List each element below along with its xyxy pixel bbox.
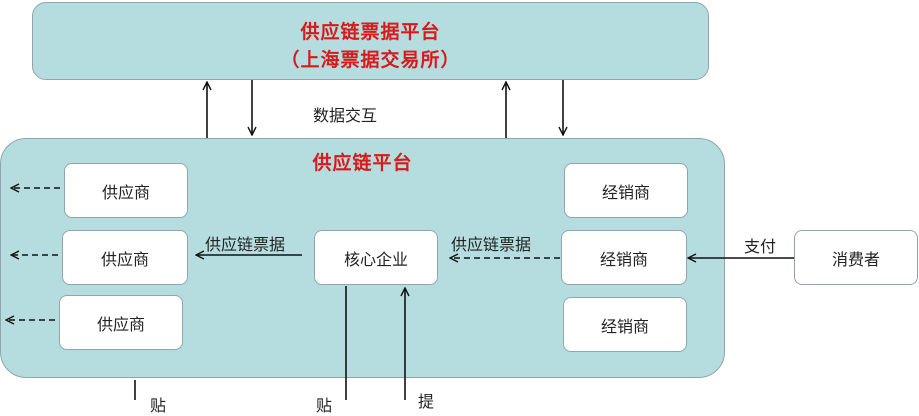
supply-chain-bill-label-right: 供应链票据	[451, 235, 532, 254]
bill-platform: 供应链票据平台 （上海票据交易所）	[32, 2, 709, 80]
payment-label: 支付	[744, 237, 777, 256]
bill-platform-title: 供应链票据平台	[300, 21, 441, 43]
supplier-node-2: 供应商	[62, 230, 188, 285]
supply-chain-bill-label-left: 供应链票据	[205, 235, 286, 254]
data-exchange-label: 数据交互	[313, 106, 378, 125]
supply-chain-platform-title: 供应链平台	[312, 152, 413, 174]
supplier-node-1: 供应商	[64, 163, 188, 218]
consumer-node: 消费者	[794, 230, 918, 285]
connector-arrows	[0, 80, 794, 400]
bill-platform-subtitle: （上海票据交易所）	[280, 49, 461, 71]
core-enterprise-node: 核心企业	[314, 230, 438, 285]
distributor-node-3: 经销商	[563, 297, 687, 352]
distributor-node-2: 经销商	[561, 230, 687, 285]
distributor-node-1: 经销商	[564, 163, 688, 218]
supplier-node-3: 供应商	[59, 295, 183, 350]
